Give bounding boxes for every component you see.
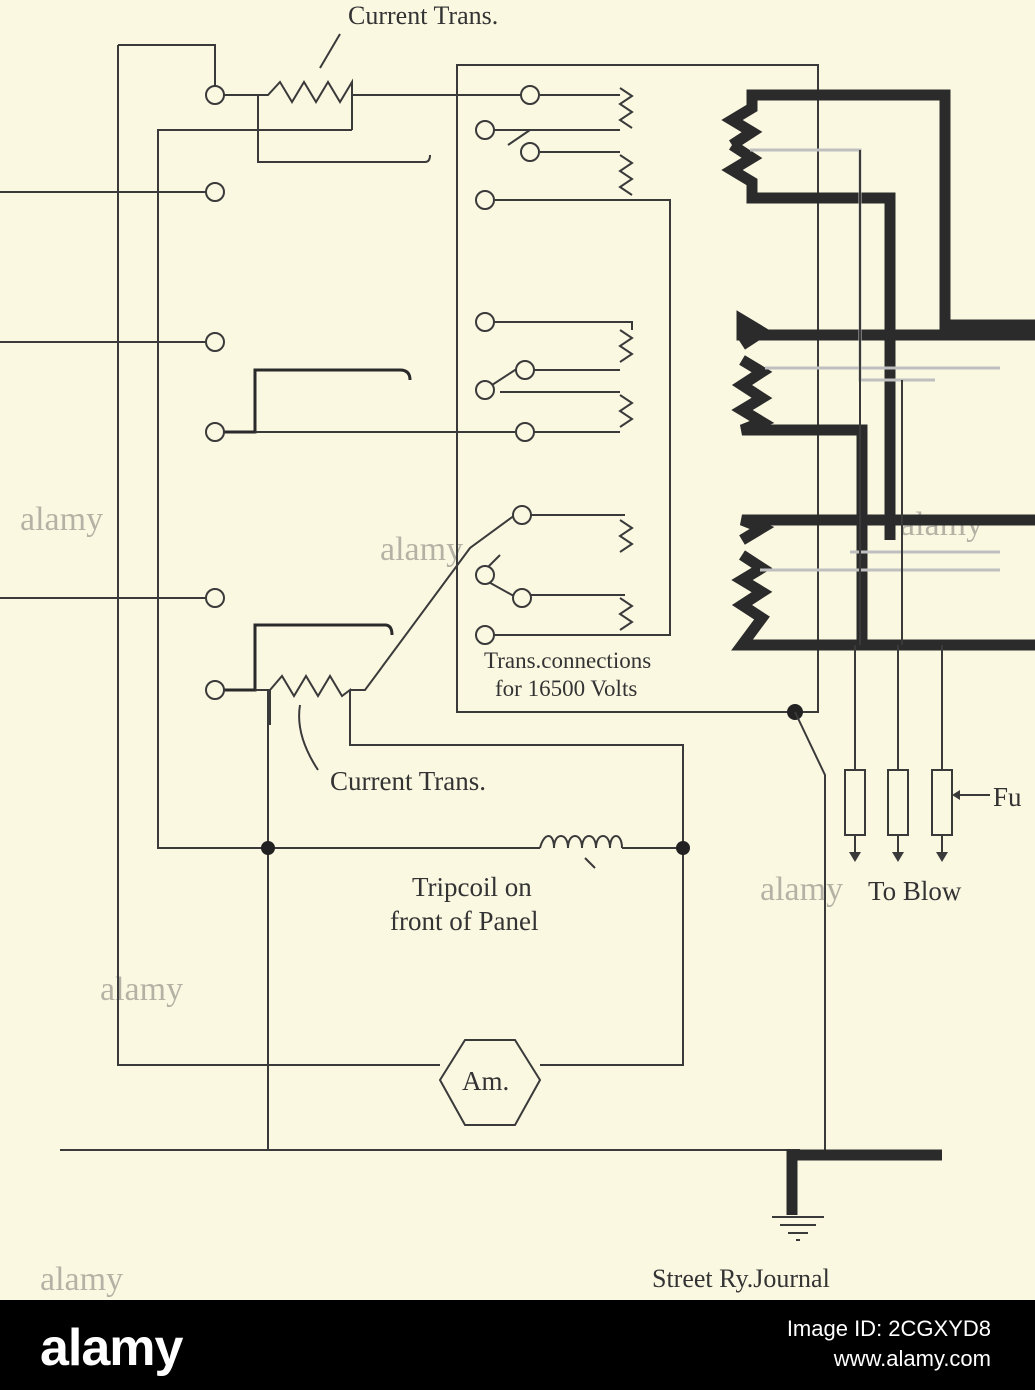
ammeter <box>438 1039 542 1126</box>
label-fuses: Fu <box>993 782 1022 812</box>
svg-text:alamy: alamy <box>380 531 463 568</box>
label-tripcoil-line2: front of Panel <box>390 906 538 936</box>
label-current-trans-top: Current Trans. <box>348 1 498 30</box>
watermark-tiles: alamy alamy alamy alamy alamy alamy <box>20 501 983 1298</box>
label-tripcoil-line1: Tripcoil on <box>412 872 532 902</box>
breaker-pole-3 <box>218 623 394 692</box>
heavy-bus-bars <box>721 89 1035 651</box>
label-trans-connections-line1: Trans.connections <box>484 648 651 673</box>
fuses <box>844 645 990 862</box>
wiring-diagram: alamy alamy alamy alamy alamy alamy <box>0 1 1035 1298</box>
svg-text:alamy: alamy <box>40 1261 123 1298</box>
label-to-blowers: To Blow <box>868 876 962 906</box>
ground-bracket <box>786 1149 942 1215</box>
breaker-pole-2 <box>218 368 412 434</box>
ground-feed <box>794 711 826 1150</box>
site-url: www.alamy.com <box>833 1346 991 1371</box>
top-current-transformer <box>215 78 530 163</box>
watermark-footer: alamy Image ID: 2CGXYD8 www.alamy.com <box>0 1300 1035 1390</box>
image-id: Image ID: 2CGXYD8 <box>786 1316 991 1341</box>
svg-text:alamy: alamy <box>100 971 183 1008</box>
label-current-trans-bottom-pointer <box>298 704 319 771</box>
bottom-current-transformer <box>255 514 684 1150</box>
junction-dot-left <box>261 841 275 855</box>
tripcoil-pointer <box>584 857 596 869</box>
svg-text:alamy: alamy <box>760 871 843 908</box>
label-current-trans-bottom: Current Trans. <box>330 766 486 796</box>
alamy-logo: alamy <box>40 1319 183 1377</box>
terminals <box>205 85 540 700</box>
label-trans-connections-line2: for 16500 Volts <box>495 676 637 701</box>
control-wire <box>157 129 683 849</box>
image-id-block: Image ID: 2CGXYD8 www.alamy.com <box>787 1314 991 1374</box>
label-current-trans-top-arrow <box>319 33 341 69</box>
label-source: Street Ry.Journal <box>652 1264 830 1293</box>
tripcoil <box>539 835 623 849</box>
trans-connections-box <box>456 64 819 713</box>
ground-symbol <box>772 1216 824 1241</box>
svg-text:alamy: alamy <box>20 501 103 538</box>
transformer-secondaries <box>479 87 671 636</box>
junction-dot-right <box>676 841 690 855</box>
outer-loop-wire <box>117 44 684 1066</box>
label-ammeter: Am. <box>462 1066 509 1096</box>
